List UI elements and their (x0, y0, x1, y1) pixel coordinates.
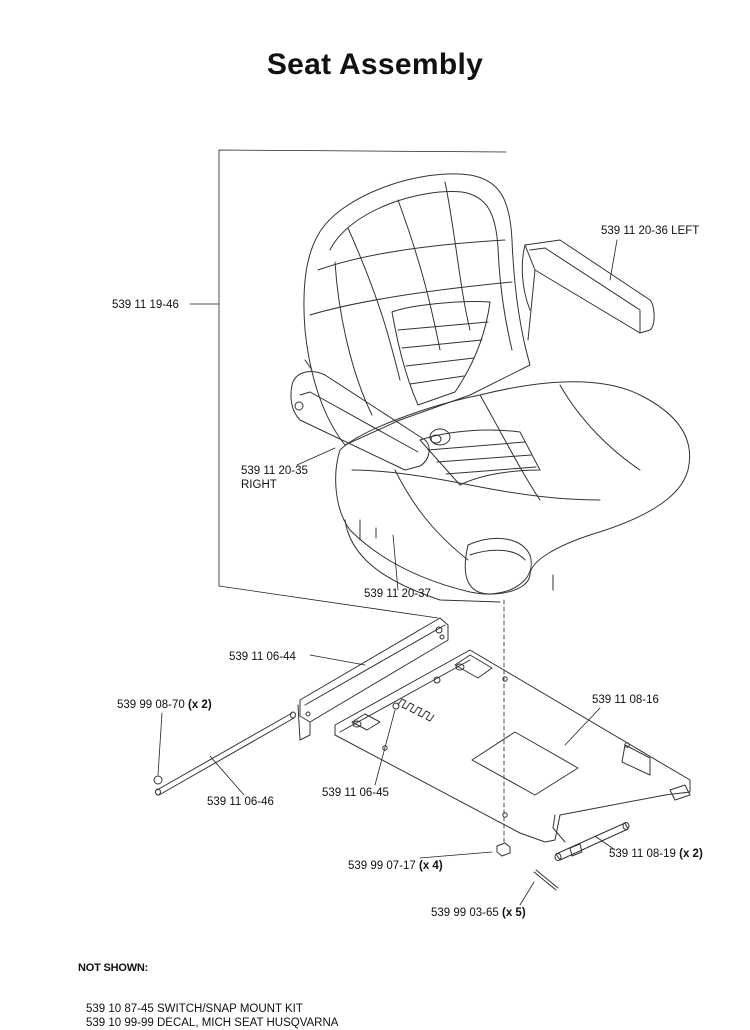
label-539-11-06-46: 539 11 06-46 (207, 796, 274, 808)
not-shown-heading: NOT SHOWN: (78, 962, 149, 974)
pin-drawing (554, 822, 630, 861)
label-539-11-20-36: 539 11 20-36 LEFT (601, 225, 700, 237)
nut-drawing (496, 842, 511, 857)
label-539-11-08-19: 539 11 08-19 (x 2) (609, 848, 703, 860)
rod-drawing (153, 711, 296, 796)
leader-lines (157, 239, 618, 906)
cotter-pin-drawing (533, 869, 559, 891)
list-item: 539 10 99-99 DECAL, MICH SEAT HUSQVARNA (86, 1017, 339, 1029)
not-shown-list: 539 10 87-45 SWITCH/SNAP MOUNT KIT 539 1… (86, 1002, 338, 1030)
label-539-11-06-45: 539 11 06-45 (322, 787, 389, 799)
label-539-11-20-37: 539 11 20-37 (364, 588, 431, 600)
label-539-99-07-17: 539 99 07-17 (x 4) (348, 860, 443, 872)
spring-drawing (392, 676, 441, 722)
label-539-11-06-44: 539 11 06-44 (229, 651, 296, 663)
label-539-11-08-16: 539 11 08-16 (592, 694, 659, 706)
page-title: Seat Assembly (266, 48, 484, 81)
label-539-99-08-70: 539 99 08-70 (x 2) (117, 699, 212, 711)
armrest-left-drawing (521, 239, 655, 341)
seat-bracket-leader (189, 149, 507, 619)
label-539-11-19-46: 539 11 19-46 (112, 299, 179, 311)
mount-plate-drawing (334, 649, 691, 843)
seat-drawing (303, 173, 691, 603)
slide-rail-drawing (297, 617, 449, 741)
list-item: 539 10 87-45 SWITCH/SNAP MOUNT KIT (86, 1003, 303, 1015)
label-539-99-03-65: 539 99 03-65 (x 5) (431, 907, 526, 919)
armrest-right-drawing (290, 359, 430, 471)
